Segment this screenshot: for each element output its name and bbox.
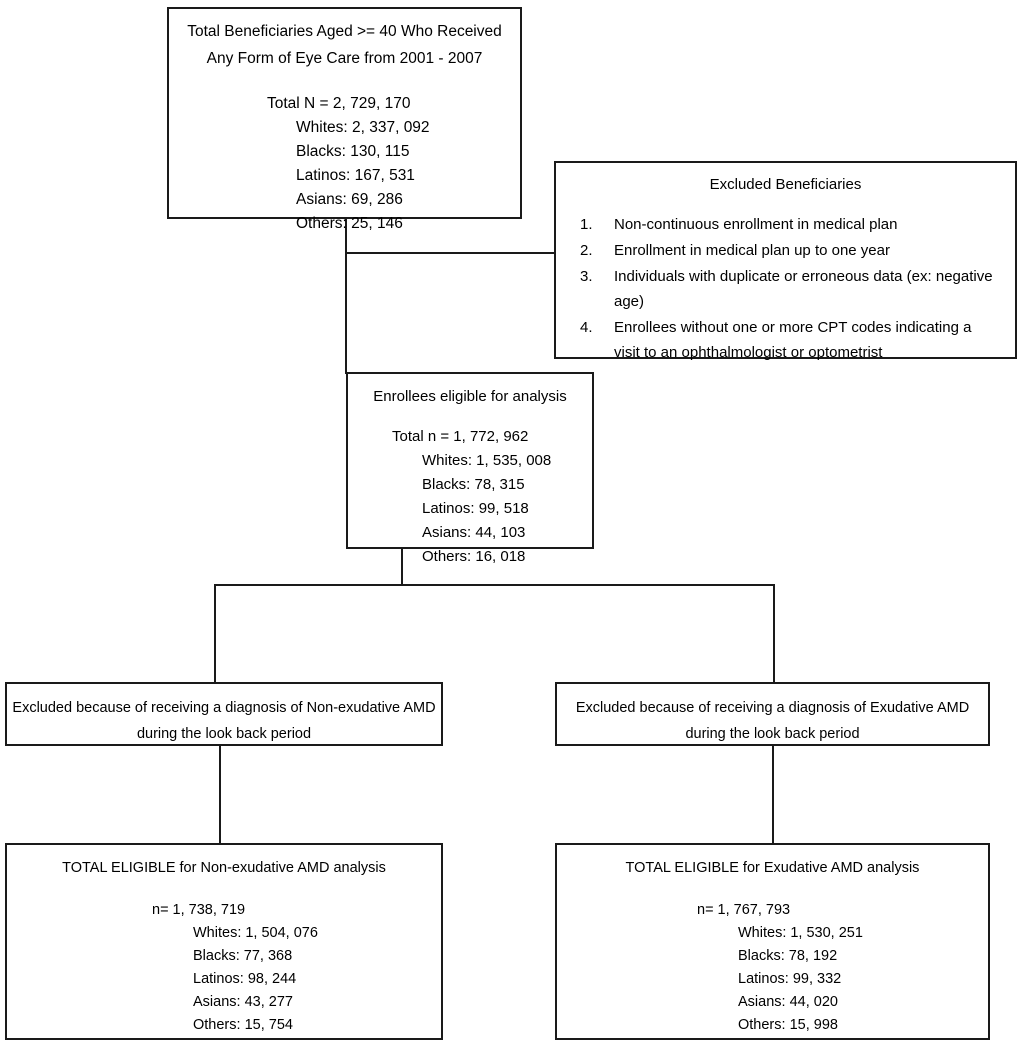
enrollees-eligible-asians: Asians: 44, 103 — [422, 524, 526, 541]
total-beneficiaries-asians: Asians: 69, 286 — [296, 191, 403, 208]
box-total-eligible-nonexudative: TOTAL ELIGIBLE for Non-exudative AMD ana… — [5, 843, 443, 1040]
total-eligible-exudative-blacks: Blacks: 78, 192 — [738, 948, 838, 964]
list-item: 4. Enrollees without one or more CPT cod… — [580, 315, 997, 365]
connector-right-exclusion-to-total — [772, 745, 774, 844]
enrollees-eligible-heading: Enrollees eligible for analysis — [373, 388, 567, 405]
excluded-item-2-text: Enrollment in medical plan up to one yea… — [614, 242, 890, 259]
total-beneficiaries-heading-line2: Any Form of Eye Care from 2001 - 2007 — [206, 50, 483, 67]
total-beneficiaries-latinos: Latinos: 167, 531 — [296, 167, 415, 184]
list-item: 1. Non-continuous enrollment in medical … — [580, 212, 997, 237]
total-eligible-nonexudative-others: Others: 15, 754 — [193, 1017, 293, 1033]
box-excluded-exudative-amd: Excluded because of receiving a diagnosi… — [555, 682, 990, 746]
excluded-beneficiaries-heading: Excluded Beneficiaries — [709, 176, 862, 193]
excluded-criteria-list: 1. Non-continuous enrollment in medical … — [556, 212, 1015, 365]
connector-eligible-down — [401, 549, 403, 586]
total-eligible-nonexudative-latinos: Latinos: 98, 244 — [193, 971, 297, 987]
excluded-nonexudative-line1: Excluded because of receiving a diagnosi… — [12, 700, 436, 716]
total-eligible-exudative-stats: n= 1, 767, 793 Whites: 1, 530, 251 Black… — [557, 899, 988, 1037]
excluded-item-2-number: 2. — [580, 242, 593, 259]
excluded-item-3-text: Individuals with duplicate or erroneous … — [614, 268, 993, 310]
enrollees-eligible-whites: Whites: 1, 535, 008 — [422, 452, 552, 469]
box-total-beneficiaries: Total Beneficiaries Aged >= 40 Who Recei… — [167, 7, 522, 232]
excluded-item-1-text: Non-continuous enrollment in medical pla… — [614, 216, 898, 233]
box-total-eligible-exudative: TOTAL ELIGIBLE for Exudative AMD analysi… — [555, 843, 990, 1040]
connector-left-exclusion-to-total — [219, 745, 221, 844]
connector-split-bar — [214, 584, 775, 586]
total-eligible-nonexudative-total: n= 1, 738, 719 — [152, 902, 246, 918]
total-eligible-nonexudative-asians: Asians: 43, 277 — [193, 994, 293, 1010]
total-eligible-exudative-heading: TOTAL ELIGIBLE for Exudative AMD analysi… — [625, 860, 920, 876]
excluded-item-4-number: 4. — [580, 319, 593, 336]
total-beneficiaries-stats: Total N = 2, 729, 170 Whites: 2, 337, 09… — [169, 92, 520, 236]
list-item: 2. Enrollment in medical plan up to one … — [580, 238, 997, 263]
total-beneficiaries-blacks: Blacks: 130, 115 — [296, 143, 410, 160]
total-eligible-exudative-total: n= 1, 767, 793 — [697, 902, 791, 918]
total-eligible-nonexudative-heading: TOTAL ELIGIBLE for Non-exudative AMD ana… — [62, 860, 386, 876]
excluded-item-1-number: 1. — [580, 216, 593, 233]
total-eligible-exudative-latinos: Latinos: 99, 332 — [738, 971, 842, 987]
excluded-nonexudative-line2: during the look back period — [136, 726, 312, 742]
enrollees-eligible-stats: Total n = 1, 772, 962 Whites: 1, 535, 00… — [348, 425, 592, 569]
total-beneficiaries-heading: Total Beneficiaries Aged >= 40 Who Recei… — [169, 9, 520, 72]
enrollees-eligible-total: Total n = 1, 772, 962 — [392, 428, 529, 445]
enrollees-eligible-latinos: Latinos: 99, 518 — [422, 500, 529, 517]
total-eligible-exudative-whites: Whites: 1, 530, 251 — [738, 925, 863, 941]
total-beneficiaries-heading-line1: Total Beneficiaries Aged >= 40 Who Recei… — [187, 23, 502, 40]
connector-total-to-eligible — [345, 219, 347, 374]
total-eligible-nonexudative-whites: Whites: 1, 504, 076 — [193, 925, 318, 941]
excluded-exudative-line2: during the look back period — [685, 726, 860, 742]
total-beneficiaries-whites: Whites: 2, 337, 092 — [296, 119, 430, 136]
total-beneficiaries-total: Total N = 2, 729, 170 — [267, 95, 411, 112]
total-beneficiaries-others: Others: 25, 146 — [296, 215, 403, 232]
total-eligible-nonexudative-stats: n= 1, 738, 719 Whites: 1, 504, 076 Black… — [7, 899, 441, 1037]
box-enrollees-eligible: Enrollees eligible for analysis Total n … — [346, 372, 594, 565]
enrollees-eligible-others: Others: 16, 018 — [422, 548, 526, 565]
connector-split-right — [773, 584, 775, 683]
excluded-exudative-text: Excluded because of receiving a diagnosi… — [557, 684, 988, 747]
list-item: 3. Individuals with duplicate or erroneo… — [580, 264, 997, 314]
total-eligible-exudative-others: Others: 15, 998 — [738, 1017, 838, 1033]
connector-total-to-excluded — [345, 252, 555, 254]
connector-split-left — [214, 584, 216, 683]
excluded-nonexudative-text: Excluded because of receiving a diagnosi… — [7, 684, 441, 747]
excluded-exudative-line1: Excluded because of receiving a diagnosi… — [575, 700, 970, 716]
excluded-item-4-text: Enrollees without one or more CPT codes … — [614, 319, 972, 361]
excluded-item-3-number: 3. — [580, 268, 593, 285]
enrollees-eligible-blacks: Blacks: 78, 315 — [422, 476, 525, 493]
total-eligible-exudative-asians: Asians: 44, 020 — [738, 994, 838, 1010]
box-excluded-beneficiaries: Excluded Beneficiaries 1. Non-continuous… — [554, 161, 1017, 361]
box-excluded-nonexudative-amd: Excluded because of receiving a diagnosi… — [5, 682, 443, 746]
total-eligible-nonexudative-blacks: Blacks: 77, 368 — [193, 948, 293, 964]
